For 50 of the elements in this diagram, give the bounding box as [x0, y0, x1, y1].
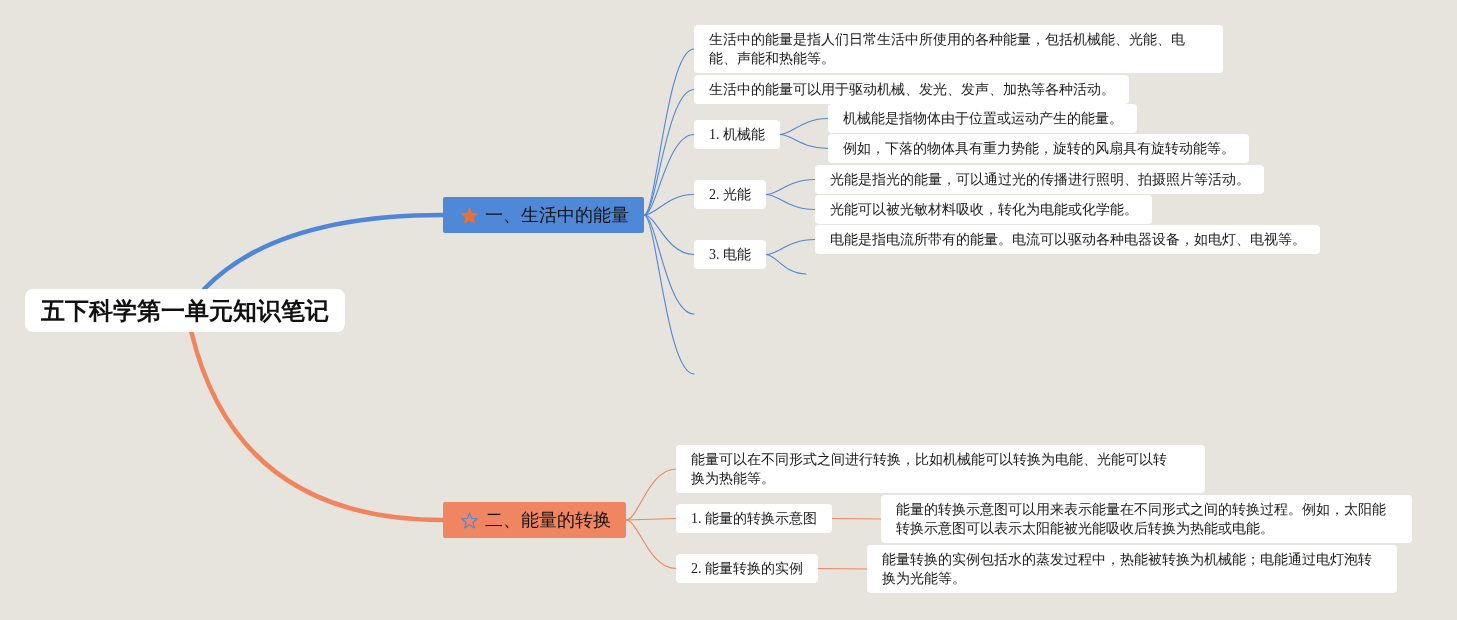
connector-line	[765, 193, 816, 211]
connector-line	[643, 193, 695, 216]
note-text: 光能可以被光敏材料吸收，转化为电能或化学能。	[830, 201, 1138, 219]
note-card	[694, 25, 1223, 73]
note-text: 机械能是指物体由于位置或运动产生的能量。	[843, 110, 1123, 128]
note-card	[815, 225, 1320, 254]
note-text: 例如，下落的物体具有重力势能，旋转的风扇具有旋转动能等。	[843, 140, 1235, 158]
subtopic-card	[694, 240, 766, 269]
note-text: 能量转换的实例包括水的蒸发过程中，热能被转换为机械能；电能通过电灯泡转换为光能等。	[882, 551, 1373, 588]
connector-line	[831, 517, 882, 520]
connector-line	[643, 214, 695, 375]
note-card	[867, 545, 1397, 593]
connector-line	[625, 519, 677, 570]
central-topic-text: 五下科学第一单元知识笔记	[41, 296, 329, 326]
topic-text: 二、能量的转换	[485, 509, 611, 531]
note-text: 生活中的能量是指人们日常生活中所使用的各种能量，包括机械能、光能、电能、声能和热能等。	[709, 31, 1186, 68]
connector-line	[643, 88, 695, 216]
branch-topic-card	[443, 197, 644, 233]
connector-line	[643, 133, 695, 216]
topic-text: 1. 能量的转换示意图	[691, 510, 817, 528]
central-topic-card	[25, 289, 345, 332]
connector-line	[625, 517, 677, 521]
note-text: 能量可以在不同形式之间进行转换，比如机械能可以转换为电能、光能可以转换为热能等。	[691, 451, 1168, 488]
note-card	[676, 445, 1205, 493]
note-card	[828, 134, 1249, 163]
note-card	[828, 104, 1137, 133]
note-text: 能量的转换示意图可以用来表示能量在不同形式之间的转换过程。例如，太阳能转换示意图可以表示太阳能被光能吸收后转换为热能或电能。	[896, 501, 1387, 538]
connector-line	[643, 48, 695, 216]
note-card	[815, 165, 1264, 194]
note-text: 光能是指光的能量，可以通过光的传播进行照明、拍摄照片等活动。	[830, 171, 1250, 189]
note-card	[815, 195, 1152, 224]
subtopic-card	[694, 120, 780, 149]
note-text: 电能是指电流所带有的能量。电流可以驱动各种电器设备，如电灯、电视等。	[830, 231, 1306, 249]
connector-line	[625, 468, 677, 521]
subtopic-card	[676, 554, 818, 583]
topic-text: 3. 电能	[709, 246, 751, 264]
connector-line	[817, 567, 868, 570]
note-text: 生活中的能量可以用于驱动机械、发光、发声、加热等各种活动。	[709, 81, 1115, 99]
subtopic-card	[676, 504, 832, 533]
subtopic-card	[694, 180, 766, 209]
connector-line	[779, 133, 829, 150]
topic-text: 1. 机械能	[709, 126, 765, 144]
connector-line	[765, 253, 807, 275]
note-card	[881, 495, 1412, 543]
topic-text: 2. 能量转换的实例	[691, 560, 803, 578]
topic-text: 一、生活中的能量	[485, 204, 629, 226]
branch-topic-card	[443, 502, 626, 538]
topic-text: 2. 光能	[709, 186, 751, 204]
note-card	[694, 75, 1129, 104]
connector-line	[643, 214, 695, 256]
